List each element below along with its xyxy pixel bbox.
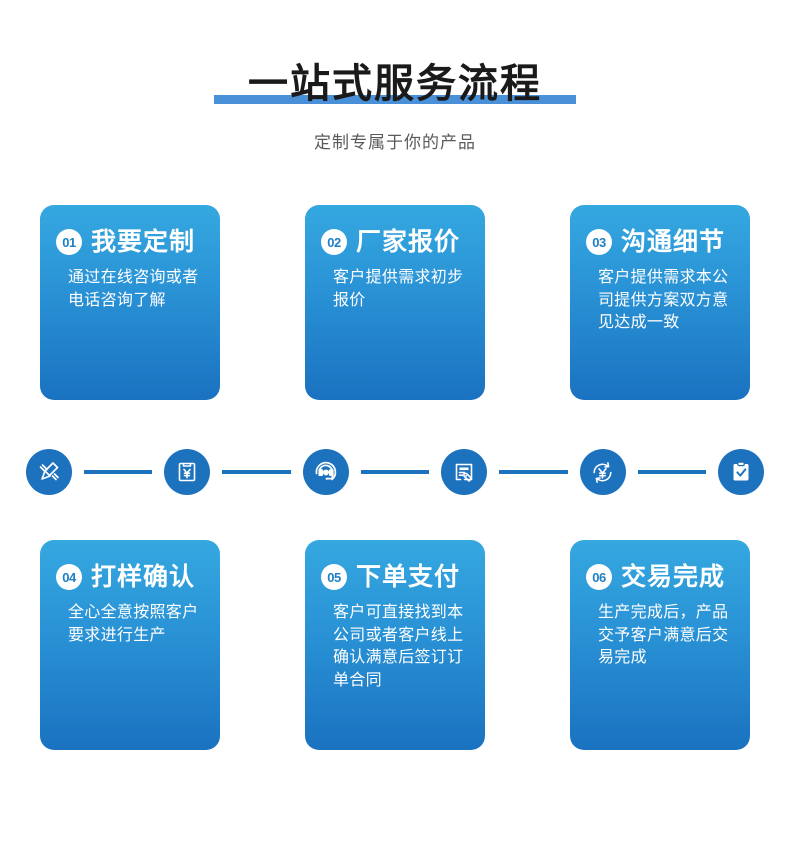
step-description: 通过在线咨询或者电话咨询了解: [68, 269, 199, 309]
step-title: 交易完成: [621, 562, 726, 591]
step-title: 下单支付: [356, 562, 461, 591]
title-wrap: 一站式服务流程: [214, 62, 576, 106]
step-description: 客户提供需求本公司提供方案双方意见达成一致: [598, 269, 729, 332]
step-card-header: 05 下单支付: [321, 564, 469, 590]
steps-row-bottom: 04 打样确认 全心全意按照客户要求进行生产 05 下单支付 客户可直接找到本公…: [0, 540, 790, 750]
step-card-04[interactable]: 04 打样确认 全心全意按照客户要求进行生产: [40, 540, 220, 750]
strip-connector: [499, 470, 568, 474]
step-card-06[interactable]: 06 交易完成 生产完成后，产品交予客户满意后交易完成: [570, 540, 750, 750]
step-card-03[interactable]: 03 沟通细节 客户提供需求本公司提供方案双方意见达成一致: [570, 205, 750, 400]
step-number-badge: 05: [321, 564, 347, 590]
step-description: 客户可直接找到本公司或者客户线上确认满意后签订订单合同: [333, 604, 464, 690]
step-number-badge: 04: [56, 564, 82, 590]
step-number-badge: 03: [586, 229, 612, 255]
step-title: 打样确认: [91, 562, 196, 591]
title-underline: [214, 95, 576, 104]
step-title: 沟通细节: [621, 227, 726, 256]
step-card-05[interactable]: 05 下单支付 客户可直接找到本公司或者客户线上确认满意后签订订单合同: [305, 540, 485, 750]
strip-connector: [360, 470, 430, 474]
step-card-header: 02 厂家报价: [321, 229, 469, 255]
step-title: 我要定制: [91, 227, 196, 256]
step-number-badge: 02: [321, 229, 347, 255]
step-description: 客户提供需求初步报价: [333, 269, 464, 309]
yuan-refresh-payment-icon[interactable]: [579, 449, 626, 495]
strip-connector: [222, 470, 291, 474]
step-number-badge: 06: [586, 564, 612, 590]
strip-connector: [83, 470, 153, 474]
step-title: 厂家报价: [356, 227, 461, 256]
process-icon-strip: [0, 447, 790, 497]
page-header: 一站式服务流程 定制专属于你的产品: [0, 0, 790, 153]
page-title: 一站式服务流程: [248, 62, 542, 106]
step-description: 全心全意按照客户要求进行生产: [68, 604, 199, 644]
clipboard-check-icon[interactable]: [718, 449, 765, 495]
headset-support-icon[interactable]: [302, 449, 349, 495]
steps-row-top: 01 我要定制 通过在线咨询或者电话咨询了解 02 厂家报价 客户提供需求初步报…: [0, 205, 790, 400]
step-card-header: 03 沟通细节: [586, 229, 734, 255]
strip-connector: [637, 470, 707, 474]
step-card-02[interactable]: 02 厂家报价 客户提供需求初步报价: [305, 205, 485, 400]
clipboard-yuan-quote-icon[interactable]: [164, 449, 211, 495]
step-number-badge: 01: [56, 229, 82, 255]
step-card-header: 06 交易完成: [586, 564, 734, 590]
step-description: 生产完成后，产品交予客户满意后交易完成: [598, 604, 729, 667]
page-subtitle: 定制专属于你的产品: [314, 133, 476, 152]
step-card-header: 01 我要定制: [56, 229, 204, 255]
contract-tag-icon[interactable]: [441, 449, 488, 495]
design-pen-ruler-icon[interactable]: [25, 449, 72, 495]
step-card-01[interactable]: 01 我要定制 通过在线咨询或者电话咨询了解: [40, 205, 220, 400]
step-card-header: 04 打样确认: [56, 564, 204, 590]
